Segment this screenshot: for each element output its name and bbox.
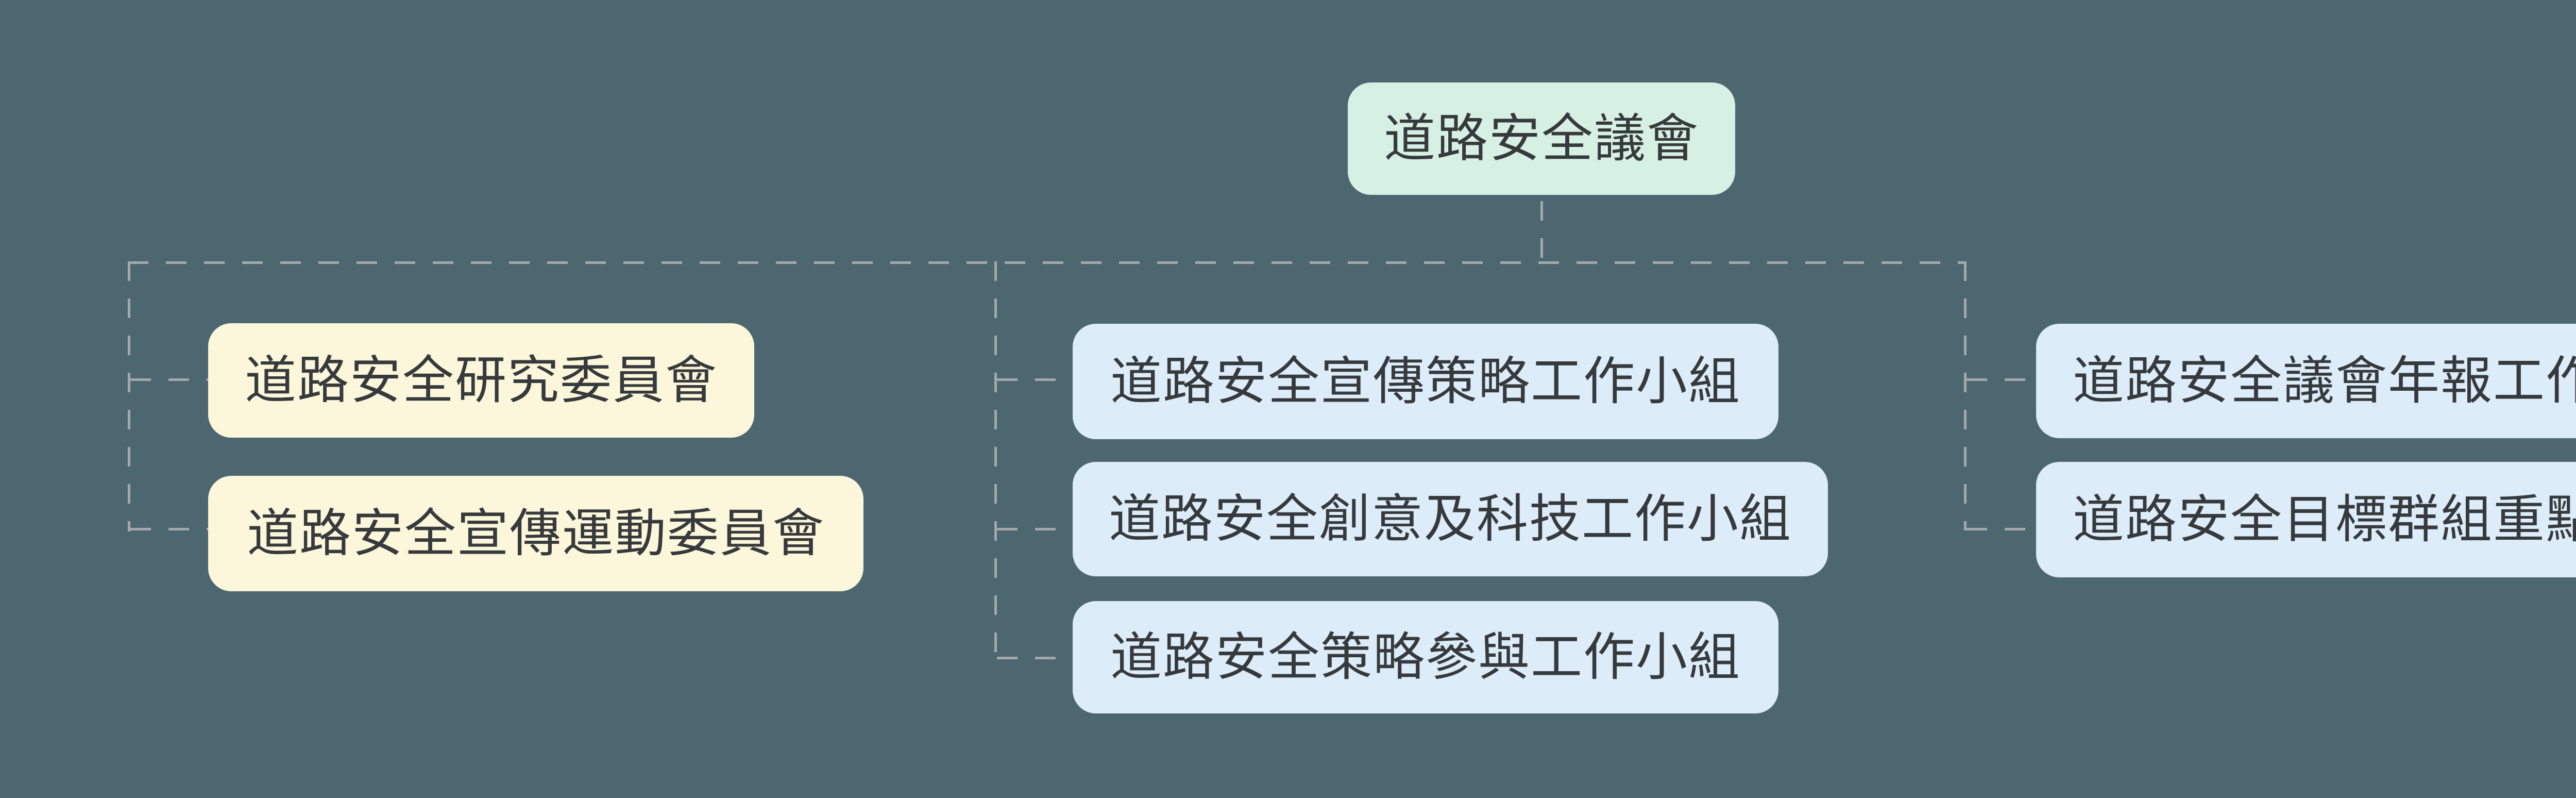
node-creativity-technology-working-group: 道路安全創意及科技工作小組 (1073, 462, 1828, 576)
connector-stub-strategy-engagement-group (997, 657, 1073, 659)
node-annual-report-working-group: 道路安全議會年報工作小組 (2036, 324, 2576, 438)
node-target-group-action-working-group: 道路安全目標群組重點行動工作小組 (2036, 462, 2576, 577)
connector-rail-committees (128, 261, 130, 531)
connector-main-horizontal (128, 261, 1965, 264)
node-road-safety-research-committee: 道路安全研究委員會 (208, 323, 754, 438)
connector-stub-publicity-strategy-group (997, 378, 1073, 381)
connector-root-vertical (1540, 201, 1543, 264)
connector-stub-campaign-committee (130, 528, 208, 530)
connector-stub-annual-report-group (1967, 378, 2036, 381)
connector-stub-target-group-action-group (1967, 528, 2036, 530)
connector-rail-publicity-groups (994, 261, 997, 659)
node-road-safety-council: 道路安全議會 (1348, 82, 1735, 195)
node-publicity-strategy-working-group: 道路安全宣傳策略工作小組 (1073, 324, 1778, 439)
connector-stub-creativity-technology-group (997, 528, 1073, 530)
node-road-safety-campaign-committee: 道路安全宣傳運動委員會 (208, 476, 863, 591)
connector-stub-research-committee (130, 378, 208, 381)
node-strategy-engagement-working-group: 道路安全策略參與工作小組 (1073, 601, 1778, 713)
connector-rail-council-groups (1964, 261, 1967, 530)
